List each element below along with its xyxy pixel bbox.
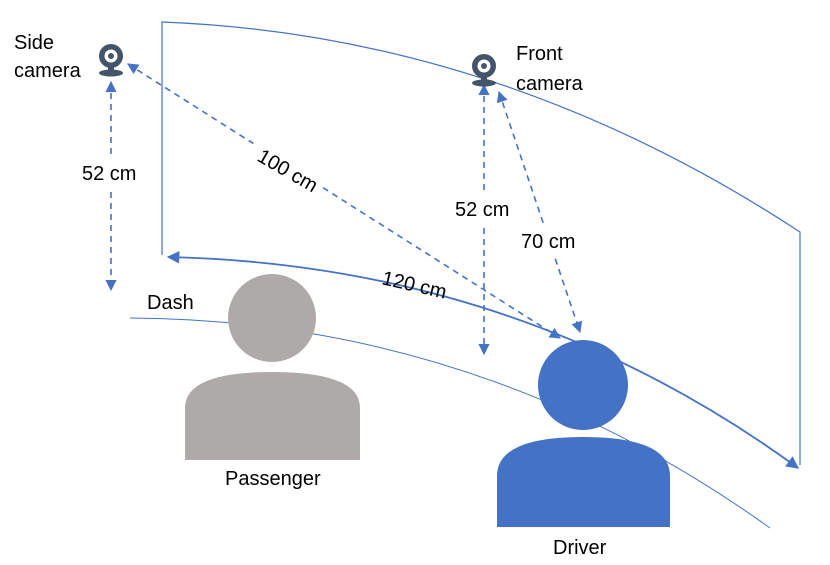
front-cam-height-label: 52 cm xyxy=(455,199,509,221)
driver-icon xyxy=(497,340,670,527)
passenger-icon xyxy=(185,274,360,460)
side-camera-label-line1: Side xyxy=(14,32,54,54)
side-camera-icon xyxy=(99,44,123,77)
front-camera-label-line1: Front xyxy=(516,43,563,65)
passenger-label: Passenger xyxy=(225,468,321,490)
dash-width-label: 120 cm xyxy=(380,267,449,303)
front-cam-to-driver-label: 70 cm xyxy=(521,231,575,253)
front-camera-label-line2: camera xyxy=(516,73,584,95)
side-cam-height-label: 52 cm xyxy=(82,163,136,185)
side-camera-label-line2: camera xyxy=(14,60,82,82)
side-cam-to-driver-arrow xyxy=(127,63,561,339)
dash-label: Dash xyxy=(147,292,194,314)
driver-label: Driver xyxy=(553,537,607,559)
front-camera-icon xyxy=(472,54,496,87)
front-cam-to-driver-arrow xyxy=(496,90,583,334)
